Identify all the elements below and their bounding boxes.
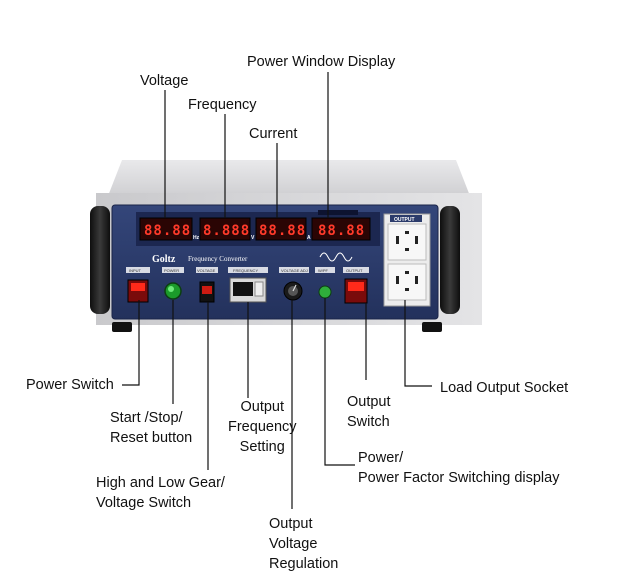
frequency-setting-window bbox=[233, 282, 253, 296]
chassis-top bbox=[108, 160, 470, 196]
power-label-plate bbox=[162, 267, 184, 273]
label-start-stop-reset: Start /Stop/ Reset button bbox=[110, 410, 193, 446]
power-display-value: 88.88 bbox=[318, 223, 365, 239]
output-label: OUTPUT bbox=[346, 268, 363, 273]
socket-output-label: OUTPUT bbox=[394, 217, 415, 223]
brand-logo: Goltz bbox=[152, 254, 176, 265]
frequency-setting-lever bbox=[254, 281, 264, 297]
power-label: POWER bbox=[164, 268, 179, 273]
socket-output-label-plate bbox=[390, 215, 422, 222]
label-frequency: Frequency bbox=[188, 97, 257, 113]
voltage-gear-rocker bbox=[202, 286, 212, 294]
frequency-display-value: 8.888 bbox=[203, 223, 250, 239]
wpf-label-plate bbox=[315, 267, 335, 273]
voltage-display-value: 88.88 bbox=[144, 223, 191, 239]
handle-left bbox=[90, 206, 110, 314]
model-name: Frequency Converter bbox=[188, 255, 248, 263]
socket-lower-holes bbox=[396, 271, 418, 291]
start-button-highlight bbox=[168, 286, 174, 292]
label-power-switch: Power Switch bbox=[26, 377, 114, 393]
hz-unit-label: Hz bbox=[193, 235, 200, 241]
foot-right bbox=[422, 322, 442, 332]
voltage-label-plate bbox=[196, 267, 218, 273]
power-factor-leader bbox=[324, 298, 355, 466]
power-switch-rocker bbox=[131, 283, 145, 291]
wpf-label: W/PF bbox=[318, 268, 329, 273]
frequency-label: FREQUENCY bbox=[233, 268, 258, 273]
current-display-value: 88.88 bbox=[259, 223, 306, 239]
power-switch-leader bbox=[122, 300, 140, 386]
power-display bbox=[311, 217, 371, 241]
output-switch-rocker bbox=[348, 282, 364, 291]
label-output-voltage-regulation: Output Voltage Regulation bbox=[269, 516, 339, 572]
voltage-knob-pointer bbox=[292, 284, 297, 292]
socket-upper[interactable] bbox=[387, 223, 427, 261]
label-load-output-socket: Load Output Socket bbox=[440, 380, 569, 396]
current-display bbox=[255, 217, 307, 241]
voltage-adj-label: VOLTAGE ADJ bbox=[281, 268, 308, 273]
power-window-indicator bbox=[318, 210, 358, 215]
label-voltage: Voltage bbox=[140, 73, 189, 89]
voltage-label: VOLTAGE bbox=[197, 268, 216, 273]
label-output-frequency-setting: Output Frequency Setting bbox=[228, 399, 297, 455]
sine-wave-icon bbox=[319, 252, 353, 262]
frequency-label-plate bbox=[228, 267, 268, 273]
input-label: INPUT bbox=[129, 268, 142, 273]
a-unit-label: A bbox=[307, 235, 311, 241]
label-output-switch: Output Switch bbox=[347, 394, 391, 430]
foot-left bbox=[112, 322, 132, 332]
voltage-adj-label-plate bbox=[279, 267, 309, 273]
handle-right bbox=[440, 206, 460, 314]
power-factor-button[interactable] bbox=[318, 285, 332, 299]
load-socket-leader bbox=[404, 300, 432, 387]
leader-lines bbox=[122, 72, 432, 509]
label-power-window-display: Power Window Display bbox=[247, 54, 396, 70]
output-label-plate bbox=[343, 267, 369, 273]
label-power-factor-switching: Power/ Power Factor Switching display bbox=[358, 450, 560, 486]
label-high-low-gear: High and Low Gear/ Voltage Switch bbox=[96, 475, 225, 511]
voltage-display bbox=[139, 217, 193, 241]
input-label-plate bbox=[126, 267, 150, 273]
v-unit-label: V bbox=[251, 235, 255, 241]
socket-upper-holes bbox=[396, 231, 418, 251]
label-current: Current bbox=[249, 126, 298, 142]
socket-lower[interactable] bbox=[387, 263, 427, 301]
